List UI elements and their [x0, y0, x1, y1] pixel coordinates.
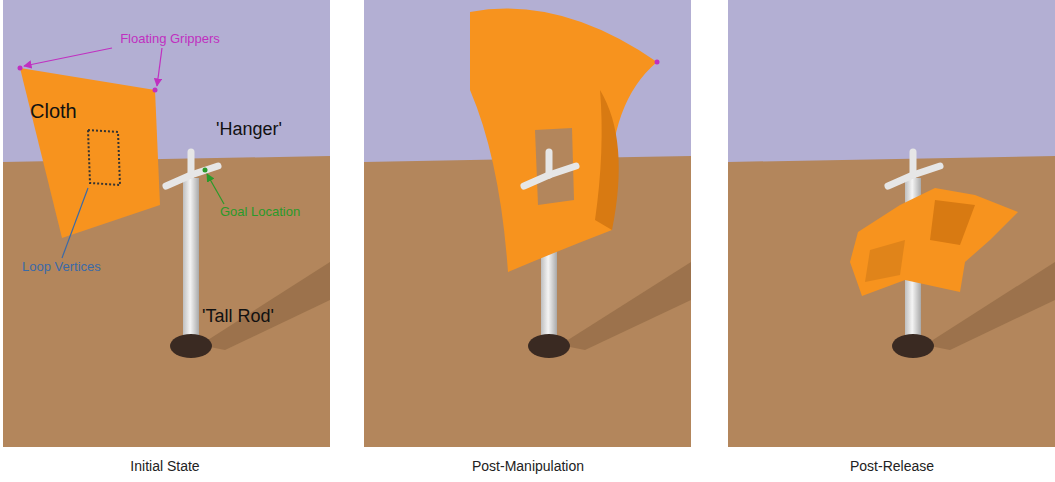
panel-caption: Post-Manipulation: [472, 459, 584, 474]
panel-caption: Initial State: [130, 459, 199, 474]
annotation-label: Floating Grippers: [120, 32, 220, 46]
panel-initial: [3, 0, 330, 447]
annotation-label: Goal Location: [220, 205, 300, 219]
part-label: 'Tall Rod': [202, 307, 274, 327]
annotation-label: Loop Vertices: [22, 260, 101, 274]
panel-post-release: [728, 0, 1055, 447]
part-label: Cloth: [30, 100, 77, 122]
part-label: 'Hanger': [216, 120, 282, 140]
panel-caption: Post-Release: [850, 459, 934, 474]
panel-post-manipulation: [364, 0, 691, 447]
